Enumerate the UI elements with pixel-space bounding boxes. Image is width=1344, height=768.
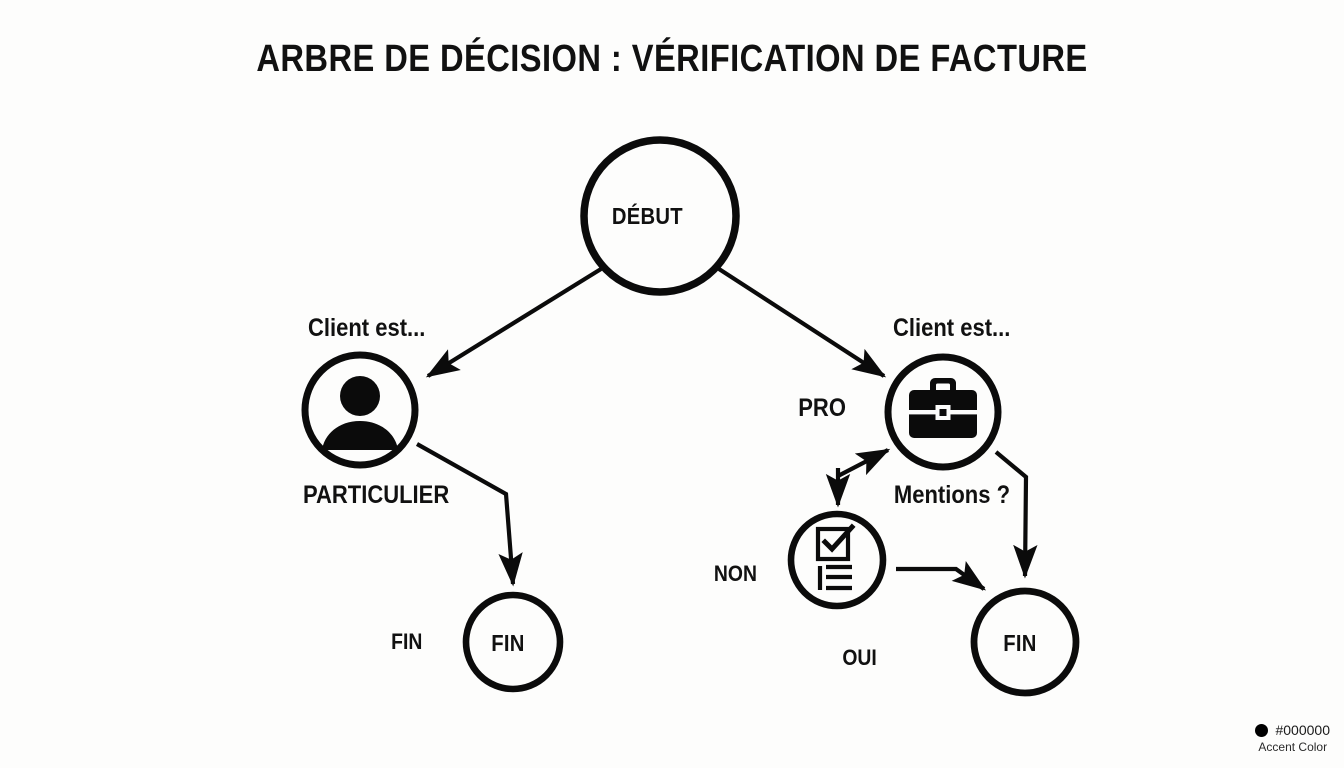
- label-client-est-right: Client est...: [893, 314, 1011, 342]
- label-oui: OUI: [842, 645, 877, 670]
- legend: #000000 Accent Color: [1255, 722, 1330, 754]
- page-title: ARBRE DE DÉCISION : VÉRIFICATION DE FACT…: [256, 38, 1088, 80]
- edge-mentions-to-fin-right: [896, 561, 987, 591]
- label-pro: PRO: [798, 394, 846, 422]
- legend-caption: Accent Color: [1258, 740, 1328, 754]
- legend-hex: #000000: [1275, 722, 1330, 738]
- filled-circle-icon: [1255, 723, 1269, 737]
- label-client-est-left: Client est...: [308, 314, 426, 342]
- node-fin-right-label: FIN: [1003, 630, 1037, 656]
- edge-pro-to-fin-right: [994, 450, 1038, 579]
- node-fin-left-label: FIN: [491, 630, 525, 656]
- node-fin-right[interactable]: [970, 587, 1080, 697]
- legend-swatch-row: #000000: [1255, 722, 1330, 738]
- briefcase-icon: [909, 378, 977, 438]
- edge-mentions-to-pro: [837, 448, 891, 478]
- checklist-icon: [815, 523, 856, 591]
- edge-start-to-pro: [717, 267, 887, 378]
- node-start-label: DÉBUT: [611, 203, 683, 229]
- edge-particulier-to-fin: [415, 442, 523, 587]
- label-mentions: Mentions ?: [893, 481, 1011, 509]
- node-start[interactable]: [580, 136, 740, 296]
- label-non: NON: [713, 561, 757, 586]
- edge-start-to-particulier: [425, 267, 603, 378]
- node-fin-left[interactable]: [462, 591, 564, 693]
- label-fin-left-side: FIN: [391, 629, 423, 654]
- person-icon: [322, 376, 398, 450]
- label-particulier: PARTICULIER: [302, 481, 450, 509]
